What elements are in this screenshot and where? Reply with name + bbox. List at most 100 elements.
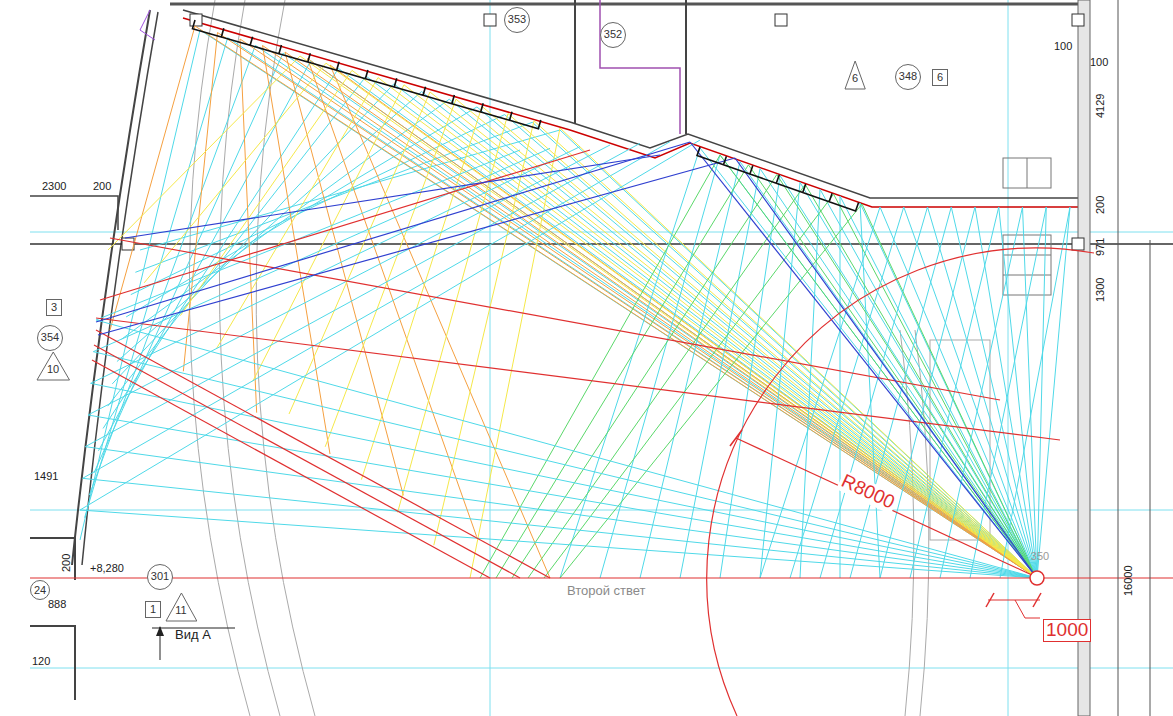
seat-row-arc bbox=[915, 330, 929, 716]
ray-line bbox=[378, 78, 1037, 578]
triangle-tag: 11 bbox=[165, 592, 198, 622]
annotation-text: 16000 bbox=[1122, 565, 1134, 596]
dimension-tick bbox=[986, 593, 994, 607]
ray-line bbox=[1000, 207, 1070, 578]
wall-stub bbox=[30, 196, 118, 230]
annotation-text: +8,280 bbox=[88, 562, 126, 574]
tag-text: 1 bbox=[150, 604, 156, 615]
annotation-text: 200 bbox=[93, 180, 111, 192]
annotation-text: 1300 bbox=[1094, 278, 1106, 302]
ray-line bbox=[88, 415, 1037, 578]
right-wall bbox=[1078, 0, 1090, 716]
annotation-text: 200 bbox=[60, 554, 72, 572]
ray-line bbox=[840, 196, 841, 578]
ray-line bbox=[96, 318, 1060, 440]
annotation-text: 120 bbox=[32, 655, 50, 667]
ray-line bbox=[88, 145, 610, 415]
annotation-text: Вид А bbox=[175, 628, 211, 642]
room-tag: 354 bbox=[37, 325, 63, 351]
ray-line bbox=[748, 165, 1037, 578]
top-wall bbox=[170, 3, 1080, 6]
ray-line bbox=[92, 360, 490, 578]
annotation-text: 100 bbox=[1090, 56, 1108, 68]
room-wall bbox=[600, 0, 680, 134]
ray-line bbox=[496, 165, 748, 578]
stair bbox=[1003, 158, 1051, 295]
ray-line bbox=[1037, 207, 1070, 578]
grid-line bbox=[30, 668, 1173, 669]
ray-line bbox=[910, 207, 999, 578]
ray-line bbox=[735, 158, 1037, 578]
wall-stub bbox=[30, 626, 75, 700]
ray-line bbox=[96, 330, 550, 578]
ray-line bbox=[240, 39, 1037, 578]
triangle-tag: 6 bbox=[844, 60, 866, 90]
diffuser-profile bbox=[192, 20, 540, 129]
ray-line bbox=[720, 176, 780, 579]
room-wall bbox=[685, 0, 687, 134]
ray-line bbox=[760, 169, 1037, 578]
dimension-tick bbox=[1033, 593, 1041, 607]
ray-line bbox=[326, 63, 1037, 578]
annotation-text: 1491 bbox=[34, 470, 58, 482]
ray-line bbox=[100, 150, 590, 300]
ray-line bbox=[352, 70, 1037, 578]
ray-line bbox=[125, 155, 660, 238]
ray-line bbox=[85, 143, 640, 446]
grid-line bbox=[1008, 0, 1009, 716]
dimension-chain bbox=[1150, 240, 1151, 716]
seat-rows bbox=[189, 0, 990, 716]
tag-text: 350 bbox=[1031, 551, 1049, 562]
ray-line bbox=[449, 99, 1037, 578]
column-mark bbox=[190, 14, 202, 26]
wall-stub bbox=[30, 538, 75, 580]
ray-line bbox=[720, 155, 1037, 578]
dimensions bbox=[30, 0, 1173, 716]
stair-flight bbox=[1003, 158, 1051, 188]
ray-line bbox=[999, 207, 1037, 578]
tag-text: 354 bbox=[41, 332, 59, 343]
ray-line bbox=[366, 76, 1037, 578]
walls bbox=[30, 0, 1173, 716]
ray-line bbox=[720, 155, 1037, 578]
ray-line bbox=[528, 184, 805, 578]
annotation-text: 100 bbox=[1054, 40, 1072, 52]
ray-line bbox=[253, 85, 404, 381]
tag-text: 11 bbox=[175, 598, 186, 616]
ray-line bbox=[98, 158, 735, 335]
annotation-text: 888 bbox=[48, 598, 66, 610]
ray-line bbox=[108, 56, 300, 250]
ray-line bbox=[325, 99, 456, 447]
ray-line bbox=[834, 194, 1037, 578]
ray-line bbox=[760, 182, 800, 578]
grid-lines bbox=[30, 0, 1173, 716]
ray-line bbox=[80, 510, 1037, 578]
radius-arc bbox=[707, 248, 1094, 716]
ray-line bbox=[83, 142, 670, 479]
ray-line bbox=[477, 107, 1037, 578]
source-point bbox=[1030, 571, 1044, 585]
ray-line bbox=[680, 169, 760, 578]
tag-text: 353 bbox=[508, 14, 526, 25]
ray-line bbox=[80, 140, 700, 510]
offset-dimension bbox=[988, 599, 1040, 600]
square-tag: 1 bbox=[145, 601, 161, 618]
ray-line bbox=[308, 59, 477, 537]
ray-line bbox=[456, 99, 1037, 578]
square-tag: 3 bbox=[46, 299, 62, 316]
ray-line bbox=[640, 162, 740, 578]
room-tag: 24 bbox=[30, 580, 50, 600]
ray-line bbox=[850, 207, 951, 578]
ray-line bbox=[760, 207, 880, 578]
tag-text: 6 bbox=[937, 72, 943, 83]
leader-line bbox=[1015, 600, 1040, 618]
ray-line bbox=[904, 207, 1037, 578]
ray-line bbox=[240, 39, 257, 413]
ray-line bbox=[544, 194, 834, 578]
ray-line bbox=[600, 155, 720, 578]
wall-detail bbox=[140, 10, 155, 40]
ray-line bbox=[700, 148, 1037, 578]
ray-line bbox=[820, 207, 928, 578]
room-wall bbox=[574, 0, 576, 124]
